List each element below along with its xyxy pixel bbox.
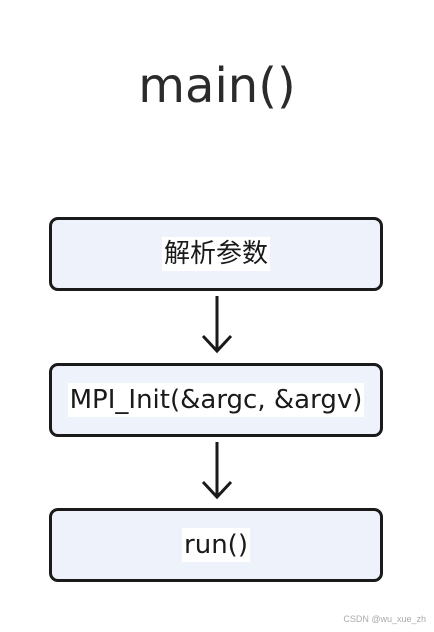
flow-step-label: MPI_Init(&argc, &argv) xyxy=(67,383,365,417)
down-arrow-icon xyxy=(201,296,233,354)
watermark: CSDN @wu_xue_zh xyxy=(343,614,426,624)
flow-step-label: run() xyxy=(182,528,250,562)
down-arrow-icon xyxy=(201,442,233,500)
diagram-title: main() xyxy=(138,58,296,114)
flow-step-mpi-init: MPI_Init(&argc, &argv) xyxy=(49,363,383,437)
flow-step-parse-args: 解析参数 xyxy=(49,217,383,291)
flow-step-label: 解析参数 xyxy=(161,237,270,271)
flow-step-run: run() xyxy=(49,508,383,582)
